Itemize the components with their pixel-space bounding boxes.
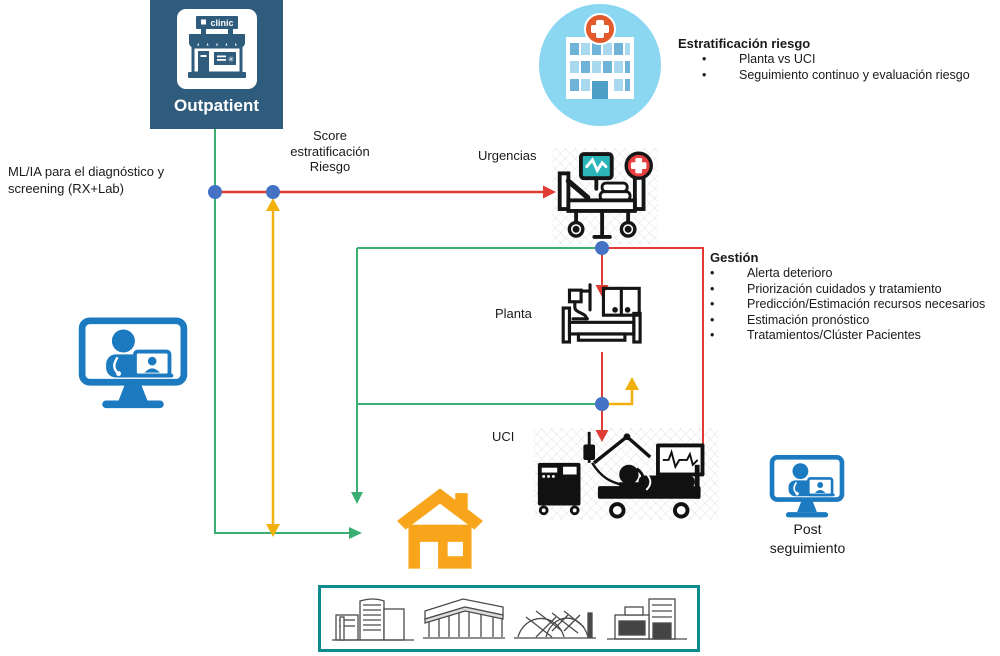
gestion-item: Priorización cuidados y tratamiento <box>747 281 942 296</box>
bullet: • <box>710 328 715 343</box>
hospital-sketch-2 <box>422 597 505 639</box>
estratificacion-title: Estratificación riesgo <box>678 36 811 51</box>
flow-green-outpatient-home <box>214 129 350 534</box>
arrowhead-yellow-up <box>266 198 280 211</box>
arrowhead-yellow-up2 <box>625 377 639 390</box>
mlia-note: ML/IA para el diagnóstico y screening (R… <box>8 164 165 196</box>
estratificacion-item: Planta vs UCI <box>739 52 816 66</box>
planta-bed-icon <box>557 283 649 359</box>
planta-label: Planta <box>495 306 532 321</box>
bullet: • <box>710 312 715 327</box>
hospital-sketch-1 <box>331 597 414 641</box>
arrowhead-green-right <box>349 527 362 539</box>
score-note: Score estratificación Riesgo <box>290 128 370 174</box>
clinic-storefront-icon: clinic ✳ <box>177 9 257 89</box>
home-icon <box>397 487 483 570</box>
hospital-circle-icon <box>538 3 662 127</box>
gestion-title: Gestión <box>710 250 759 265</box>
bullet: • <box>710 281 715 296</box>
arrowhead-yellow-down <box>266 524 280 537</box>
gestion-item: Estimación pronóstico <box>747 312 870 327</box>
bullet: • <box>702 67 707 82</box>
clinic-sign-text: clinic <box>210 18 233 28</box>
uci-label: UCI <box>492 429 515 444</box>
gestion-item: Predicción/Estimación recursos necesario… <box>747 297 986 312</box>
gestion-item: Tratamientos/Clúster Pacientes <box>747 328 921 343</box>
post-seguimiento-icon <box>764 454 850 520</box>
estratificacion-block: Estratificación riesgo • Planta vs UCI • S… <box>678 36 998 83</box>
hospital-sketch-4 <box>606 597 687 640</box>
bullet: • <box>702 52 707 66</box>
bullet: • <box>710 266 715 280</box>
post-seguimiento-label: Post seguimiento <box>769 521 846 556</box>
bullet: • <box>710 297 715 312</box>
urgencias-label: Urgencias <box>478 148 537 163</box>
outpatient-node: clinic ✳ Outpatient <box>150 0 283 129</box>
gestion-item: Alerta deterioro <box>747 266 833 280</box>
urgencias-bed-icon <box>552 148 658 245</box>
junction-dot <box>595 397 609 411</box>
flow-yellow-uci-up <box>602 389 634 406</box>
gestion-block: Gestión • Alerta deterioro • Priorización … <box>710 250 1000 344</box>
hospitals-strip <box>318 585 700 652</box>
hospital-sketch-3 <box>513 609 596 639</box>
medical-star-glyph: ✳ <box>228 55 235 64</box>
junction-dot <box>208 185 222 199</box>
uci-bed-icon <box>533 428 719 520</box>
arrowhead-green-down <box>351 492 363 504</box>
outpatient-label: Outpatient <box>174 96 259 115</box>
junction-dot <box>266 185 280 199</box>
telemedicine-icon <box>75 316 191 412</box>
estratificacion-item: Seguimiento continuo y evaluación riesgo <box>739 67 970 82</box>
